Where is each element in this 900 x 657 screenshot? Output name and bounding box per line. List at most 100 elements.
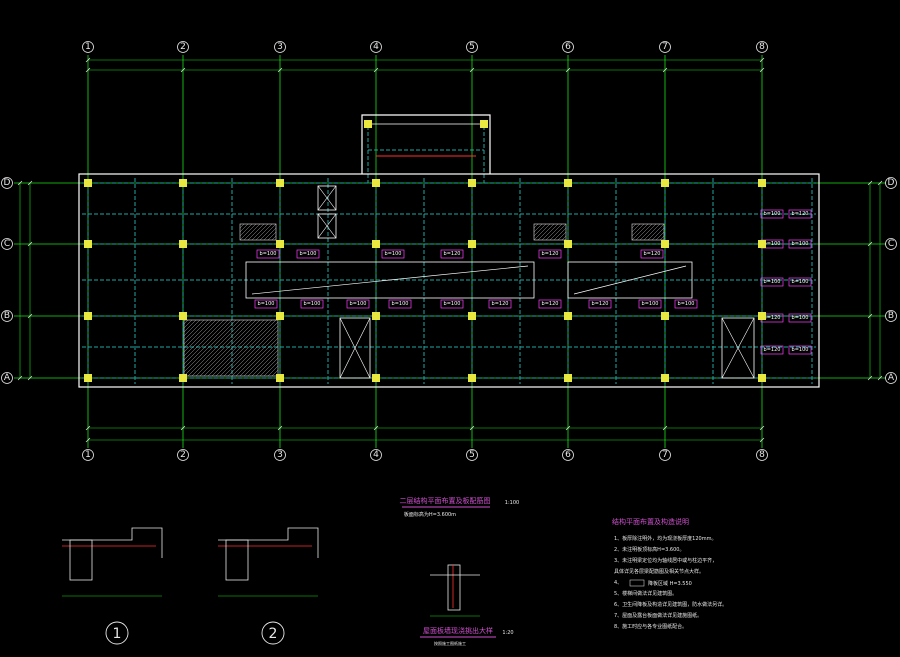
dim-right-bays-tick	[867, 241, 873, 247]
hatch-line	[255, 353, 278, 376]
hatch-line	[651, 227, 664, 240]
column	[179, 179, 187, 187]
dim-bottom-bays-tick	[180, 425, 186, 431]
opening-tag: b=100	[792, 315, 809, 321]
axis-label-right-A: A	[888, 373, 895, 383]
note-line: 具体详见各层梁配筋图及相关节点大样。	[614, 568, 704, 575]
dim-right-bays-tick	[867, 375, 873, 381]
opening-tag-box	[488, 299, 512, 309]
axis-label-left-C-bubble	[1, 238, 13, 250]
dimension-lines	[17, 57, 883, 443]
opening-tag: b=100	[260, 251, 277, 257]
column	[276, 374, 284, 382]
axis-label-bottom-6: 6	[565, 450, 571, 460]
hatch-line	[534, 224, 539, 229]
opening-tag: b=100	[350, 301, 367, 307]
section-scale: 1:20	[502, 630, 513, 636]
axis-label-top-2-bubble	[177, 41, 189, 53]
hatch-c2-lines	[534, 224, 566, 240]
axis-label-top-1-bubble	[82, 41, 94, 53]
column	[179, 240, 187, 248]
axis-label-right-A-bubble	[885, 372, 897, 384]
void-left	[245, 261, 535, 299]
axis-label-right-C: C	[888, 239, 894, 249]
plan-scale: 1:100	[505, 500, 519, 506]
hatch-line	[655, 231, 664, 240]
note-line: 6、卫生间降板及构造详见建筑图，防水做法另详。	[614, 601, 727, 608]
hatch-line	[549, 224, 566, 240]
hatch-line	[223, 321, 278, 376]
opening-tag-box	[788, 239, 812, 249]
dim-bottom-total-tick	[85, 437, 91, 443]
column	[564, 179, 572, 187]
hatch-line	[537, 224, 555, 240]
column	[84, 179, 92, 187]
plan-title: 二层结构平面布置及板配筋图	[400, 496, 491, 505]
opening-tag-box	[760, 345, 784, 355]
axis-label-bottom-7-bubble	[659, 449, 671, 461]
opening-tag-box	[440, 299, 464, 309]
opening-tag: b=100	[764, 241, 781, 247]
hatch-line	[647, 224, 664, 240]
axis-label-left-A-bubble	[1, 372, 13, 384]
axis-label-top-4-bubble	[370, 41, 382, 53]
column	[84, 240, 92, 248]
opening-tag: b=100	[444, 301, 461, 307]
opening-tag: b=100	[792, 279, 809, 285]
column	[564, 374, 572, 382]
stair-shaft-7	[721, 317, 755, 379]
hatch-line	[184, 320, 217, 353]
column	[276, 179, 284, 187]
dim-left-total-tick	[17, 180, 23, 186]
dim-top-bays-tick	[759, 67, 765, 73]
parapet-wall	[447, 564, 461, 611]
section-subtitle: 按照施工图纸施工	[434, 640, 466, 646]
dim-top-bays-tick	[277, 67, 283, 73]
dim-top-bays-tick	[85, 67, 91, 73]
opening-tag: b=100	[642, 301, 659, 307]
hatch-line	[191, 320, 249, 376]
dim-bottom-bays-tick	[662, 425, 668, 431]
hatch-line	[251, 349, 278, 376]
opening-tag-box	[538, 249, 562, 259]
axis-label-bottom-5-bubble	[466, 449, 478, 461]
plan-subtitle: 板面标高为H=3.600m	[404, 511, 456, 518]
note-line: 2、未注明板顶标高H=3.600。	[614, 546, 684, 553]
hatch-line	[545, 224, 563, 240]
shaft-small-1	[317, 185, 337, 211]
hatch-line	[219, 320, 277, 376]
hatch-line	[184, 320, 201, 337]
axis-label-bottom-3-bubble	[274, 449, 286, 461]
hatch-line	[184, 320, 197, 333]
hatch-line	[271, 235, 276, 240]
hatch-line	[184, 320, 237, 373]
building-outline	[78, 173, 820, 388]
opening-tag-box	[300, 299, 324, 309]
axis-label-bottom-7: 7	[662, 450, 668, 460]
stair-shaft-4	[339, 317, 371, 379]
hatch-line	[561, 235, 566, 240]
section-title: 屋面板墙现浇挑出大样	[423, 626, 493, 635]
axis-label-top-4: 4	[373, 42, 379, 52]
opening-tag-box	[674, 299, 698, 309]
hatch-c1-lines	[240, 224, 276, 240]
hatch-line	[263, 227, 276, 240]
hatch-line	[534, 224, 543, 233]
dim-right-total-tick	[877, 180, 883, 186]
hatch-line	[239, 337, 278, 376]
axis-label-top-6: 6	[565, 42, 571, 52]
column	[372, 179, 380, 187]
hatch-line	[240, 224, 249, 233]
opening-tag: b=100	[792, 347, 809, 353]
dim-top-total-tick	[85, 57, 91, 63]
dim-bottom-bays-tick	[277, 425, 283, 431]
detail-2: 2	[218, 527, 319, 645]
column	[661, 312, 669, 320]
column	[364, 120, 372, 128]
column	[179, 374, 187, 382]
hatch-line	[541, 224, 559, 240]
hatch-line	[255, 224, 273, 240]
dim-left-bays-tick	[27, 375, 33, 381]
